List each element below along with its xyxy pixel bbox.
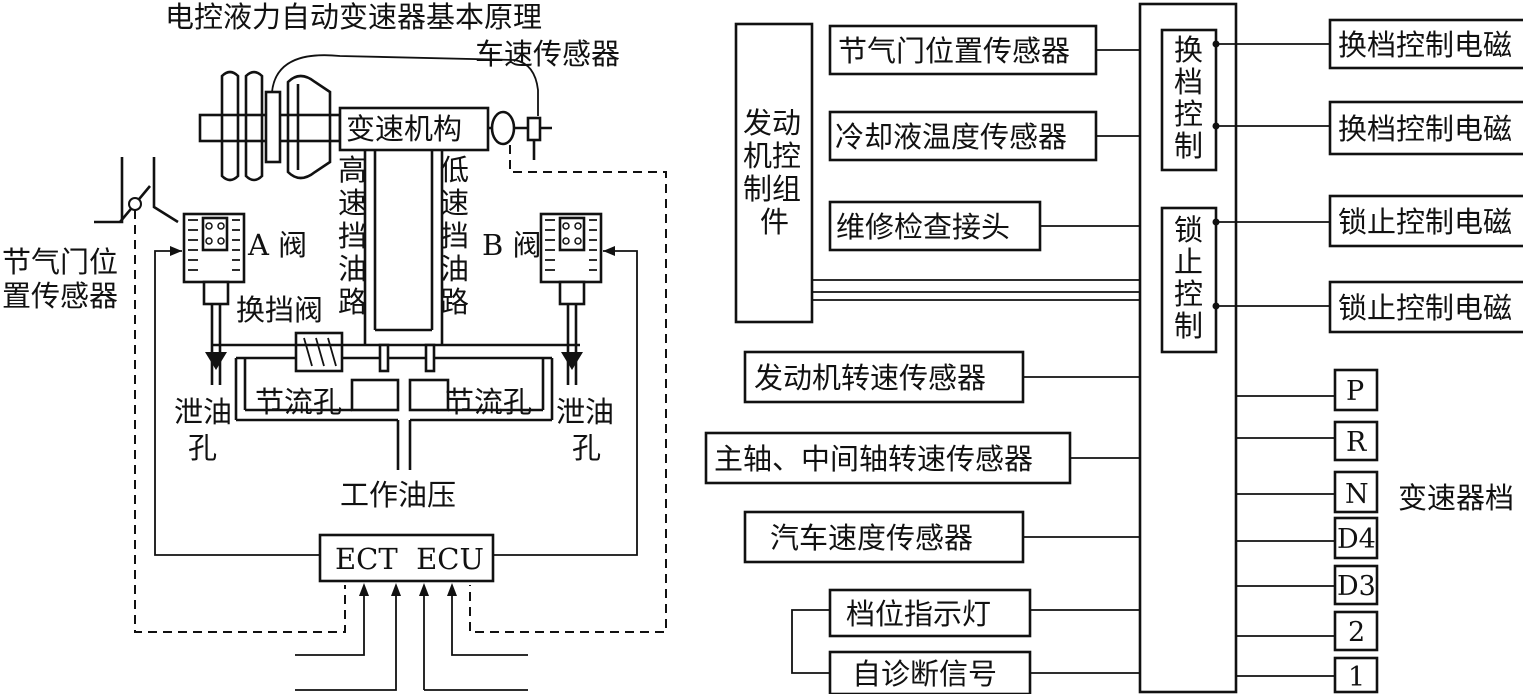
gear-label-p: P	[1346, 376, 1364, 407]
gear-box-d4	[1333, 516, 1379, 560]
drain-right-label-line1: 泄油	[556, 395, 614, 429]
svg-text:速: 速	[338, 186, 367, 220]
lockup-control-label-3: 控	[1174, 277, 1203, 311]
gear-label-1: 1	[1348, 662, 1365, 693]
input-vehicle-speed-box	[743, 510, 1025, 564]
vehicle-speed-sensor-label: 车速传感器	[475, 37, 620, 71]
input-throttle-position-box	[828, 24, 1098, 76]
gear-label-r: R	[1346, 427, 1367, 458]
left-title: 电控液力自动变速器基本原理	[165, 0, 542, 34]
gear-box-p	[1333, 368, 1379, 412]
orifice-left-label: 节流孔	[255, 385, 342, 419]
transmission-mechanism-label: 变速机构	[346, 112, 462, 146]
input-engine-speed-label: 发动机转速传感器	[754, 361, 986, 395]
svg-text:路: 路	[440, 285, 469, 319]
gear-indicator-label: 档位指示灯	[846, 597, 991, 631]
low-speed-oil-path-label: 低 速 挡 油 路	[440, 153, 469, 319]
output-shift-solenoid-2-label: 换档控制电磁	[1338, 112, 1512, 146]
shift-valve-label: 换挡阀	[236, 293, 323, 327]
left-principle-diagram: 电控液力自动变速器基本原理 车速传感器 变速机构	[2, 0, 667, 691]
lockup-control-label-1: 锁	[1174, 213, 1203, 247]
shift-control-label-3: 控	[1174, 97, 1203, 131]
input-throttle-position-label: 节气门位置传感器	[838, 34, 1070, 68]
valve-b	[539, 212, 603, 385]
hydraulic-lines	[212, 343, 580, 470]
input-sensor-boxes: 节气门位置传感器 冷却液温度传感器 维修检查接头 发动机转速传感器 主轴、中间轴…	[704, 24, 1140, 694]
drain-right-label-line2: 孔	[572, 431, 601, 465]
svg-text:挡: 挡	[440, 219, 469, 253]
input-coolant-temp-label: 冷却液温度传感器	[835, 120, 1067, 154]
input-coolant-temp-box	[828, 110, 1098, 162]
output-solenoid-boxes: 换档控制电磁 换档控制电磁 锁止控制电磁 锁止控制电磁	[1212, 18, 1523, 334]
input-shaft-speed-label: 主轴、中间轴转速传感器	[714, 442, 1033, 476]
orifice-right-label: 节流孔	[445, 385, 532, 419]
output-lockup-solenoid-1-box	[1328, 194, 1523, 248]
gear-label-n: N	[1345, 479, 1369, 510]
engine-ecu-label-4: 件	[760, 205, 789, 239]
throttle-pedal	[94, 157, 346, 633]
svg-text:低: 低	[440, 153, 469, 187]
valve-a	[182, 212, 246, 385]
valve-a-label: A 阀	[247, 228, 307, 262]
svg-text:路: 路	[338, 285, 367, 319]
shift-valve	[294, 331, 344, 373]
shift-control-label-1: 换	[1174, 33, 1203, 67]
throttle-sensor-label-line2: 置传感器	[2, 279, 118, 313]
ect-ecu-box	[318, 533, 495, 583]
engine-ecu-label-1: 发动	[743, 106, 801, 140]
gear-box-n	[1333, 470, 1379, 514]
input-service-connector-label: 维修检查接头	[836, 210, 1010, 244]
lockup-control-label-2: 止	[1174, 245, 1203, 279]
gear-box-2	[1333, 610, 1379, 652]
input-vehicle-speed-label: 汽车速度传感器	[770, 521, 973, 555]
svg-text:油: 油	[338, 252, 367, 286]
svg-text:油: 油	[440, 252, 469, 286]
shift-control-label-2: 档	[1174, 65, 1203, 99]
right-block-diagram: 发动 机控 制组 件 节气门位置传感器 冷却液温度传感器 维修检查接头 发动机转…	[704, 2, 1523, 694]
lockup-control-label-4: 制	[1174, 309, 1203, 343]
self-diagnosis-label: 自诊断信号	[852, 657, 997, 691]
drivetrain-assembly: 变速机构	[198, 54, 552, 182]
speed-signal-line	[469, 145, 667, 633]
drain-left-label-line2: 孔	[188, 431, 217, 465]
lockup-control-block	[1160, 206, 1218, 354]
gear-position-switches: P R N D4 D3 2 1	[1236, 368, 1379, 694]
output-lockup-solenoid-2-label: 锁止控制电磁	[1338, 291, 1512, 325]
working-pressure-label: 工作油压	[340, 478, 456, 512]
gear-label-2: 2	[1348, 617, 1365, 648]
output-shift-solenoid-1-box	[1328, 18, 1523, 70]
high-speed-oil-path-label: 高 速 挡 油 路	[338, 153, 367, 319]
oil-path-columns	[363, 150, 444, 345]
gear-label-d4: D4	[1337, 524, 1376, 555]
ecu-line-valve-a	[154, 250, 320, 556]
valve-b-label: B 阀	[482, 228, 542, 262]
throttle-sensor-label-line1: 节气门位	[2, 245, 118, 279]
gear-switch-label: 变速器档	[1398, 481, 1514, 515]
svg-text:速: 速	[440, 186, 469, 220]
gear-box-d3	[1333, 564, 1379, 606]
engine-ecu-label-2: 机控	[743, 139, 801, 173]
svg-text:高: 高	[338, 153, 367, 187]
ect-ecu-label: ECT ECU	[335, 542, 484, 576]
output-lockup-solenoid-2-box	[1328, 280, 1523, 334]
shift-control-block	[1160, 28, 1218, 172]
input-service-connector-box	[828, 200, 1042, 252]
drain-left-label-line1: 泄油	[174, 395, 232, 429]
engine-ecu-label-3: 制组	[743, 172, 801, 206]
gear-indicator-box	[828, 588, 1032, 638]
output-shift-solenoid-2-box	[1328, 100, 1523, 156]
svg-text:挡: 挡	[338, 219, 367, 253]
output-shift-solenoid-1-label: 换档控制电磁	[1338, 28, 1512, 62]
gear-box-r	[1333, 420, 1379, 462]
shift-control-label-4: 制	[1174, 129, 1203, 163]
gear-label-d3: D3	[1337, 571, 1376, 602]
ecu-line-valve-b	[493, 250, 638, 556]
ecu-input-lines	[295, 583, 528, 691]
output-lockup-solenoid-1-label: 锁止控制电磁	[1338, 205, 1512, 239]
engine-control-module	[734, 22, 814, 324]
gear-box-1	[1333, 656, 1379, 694]
